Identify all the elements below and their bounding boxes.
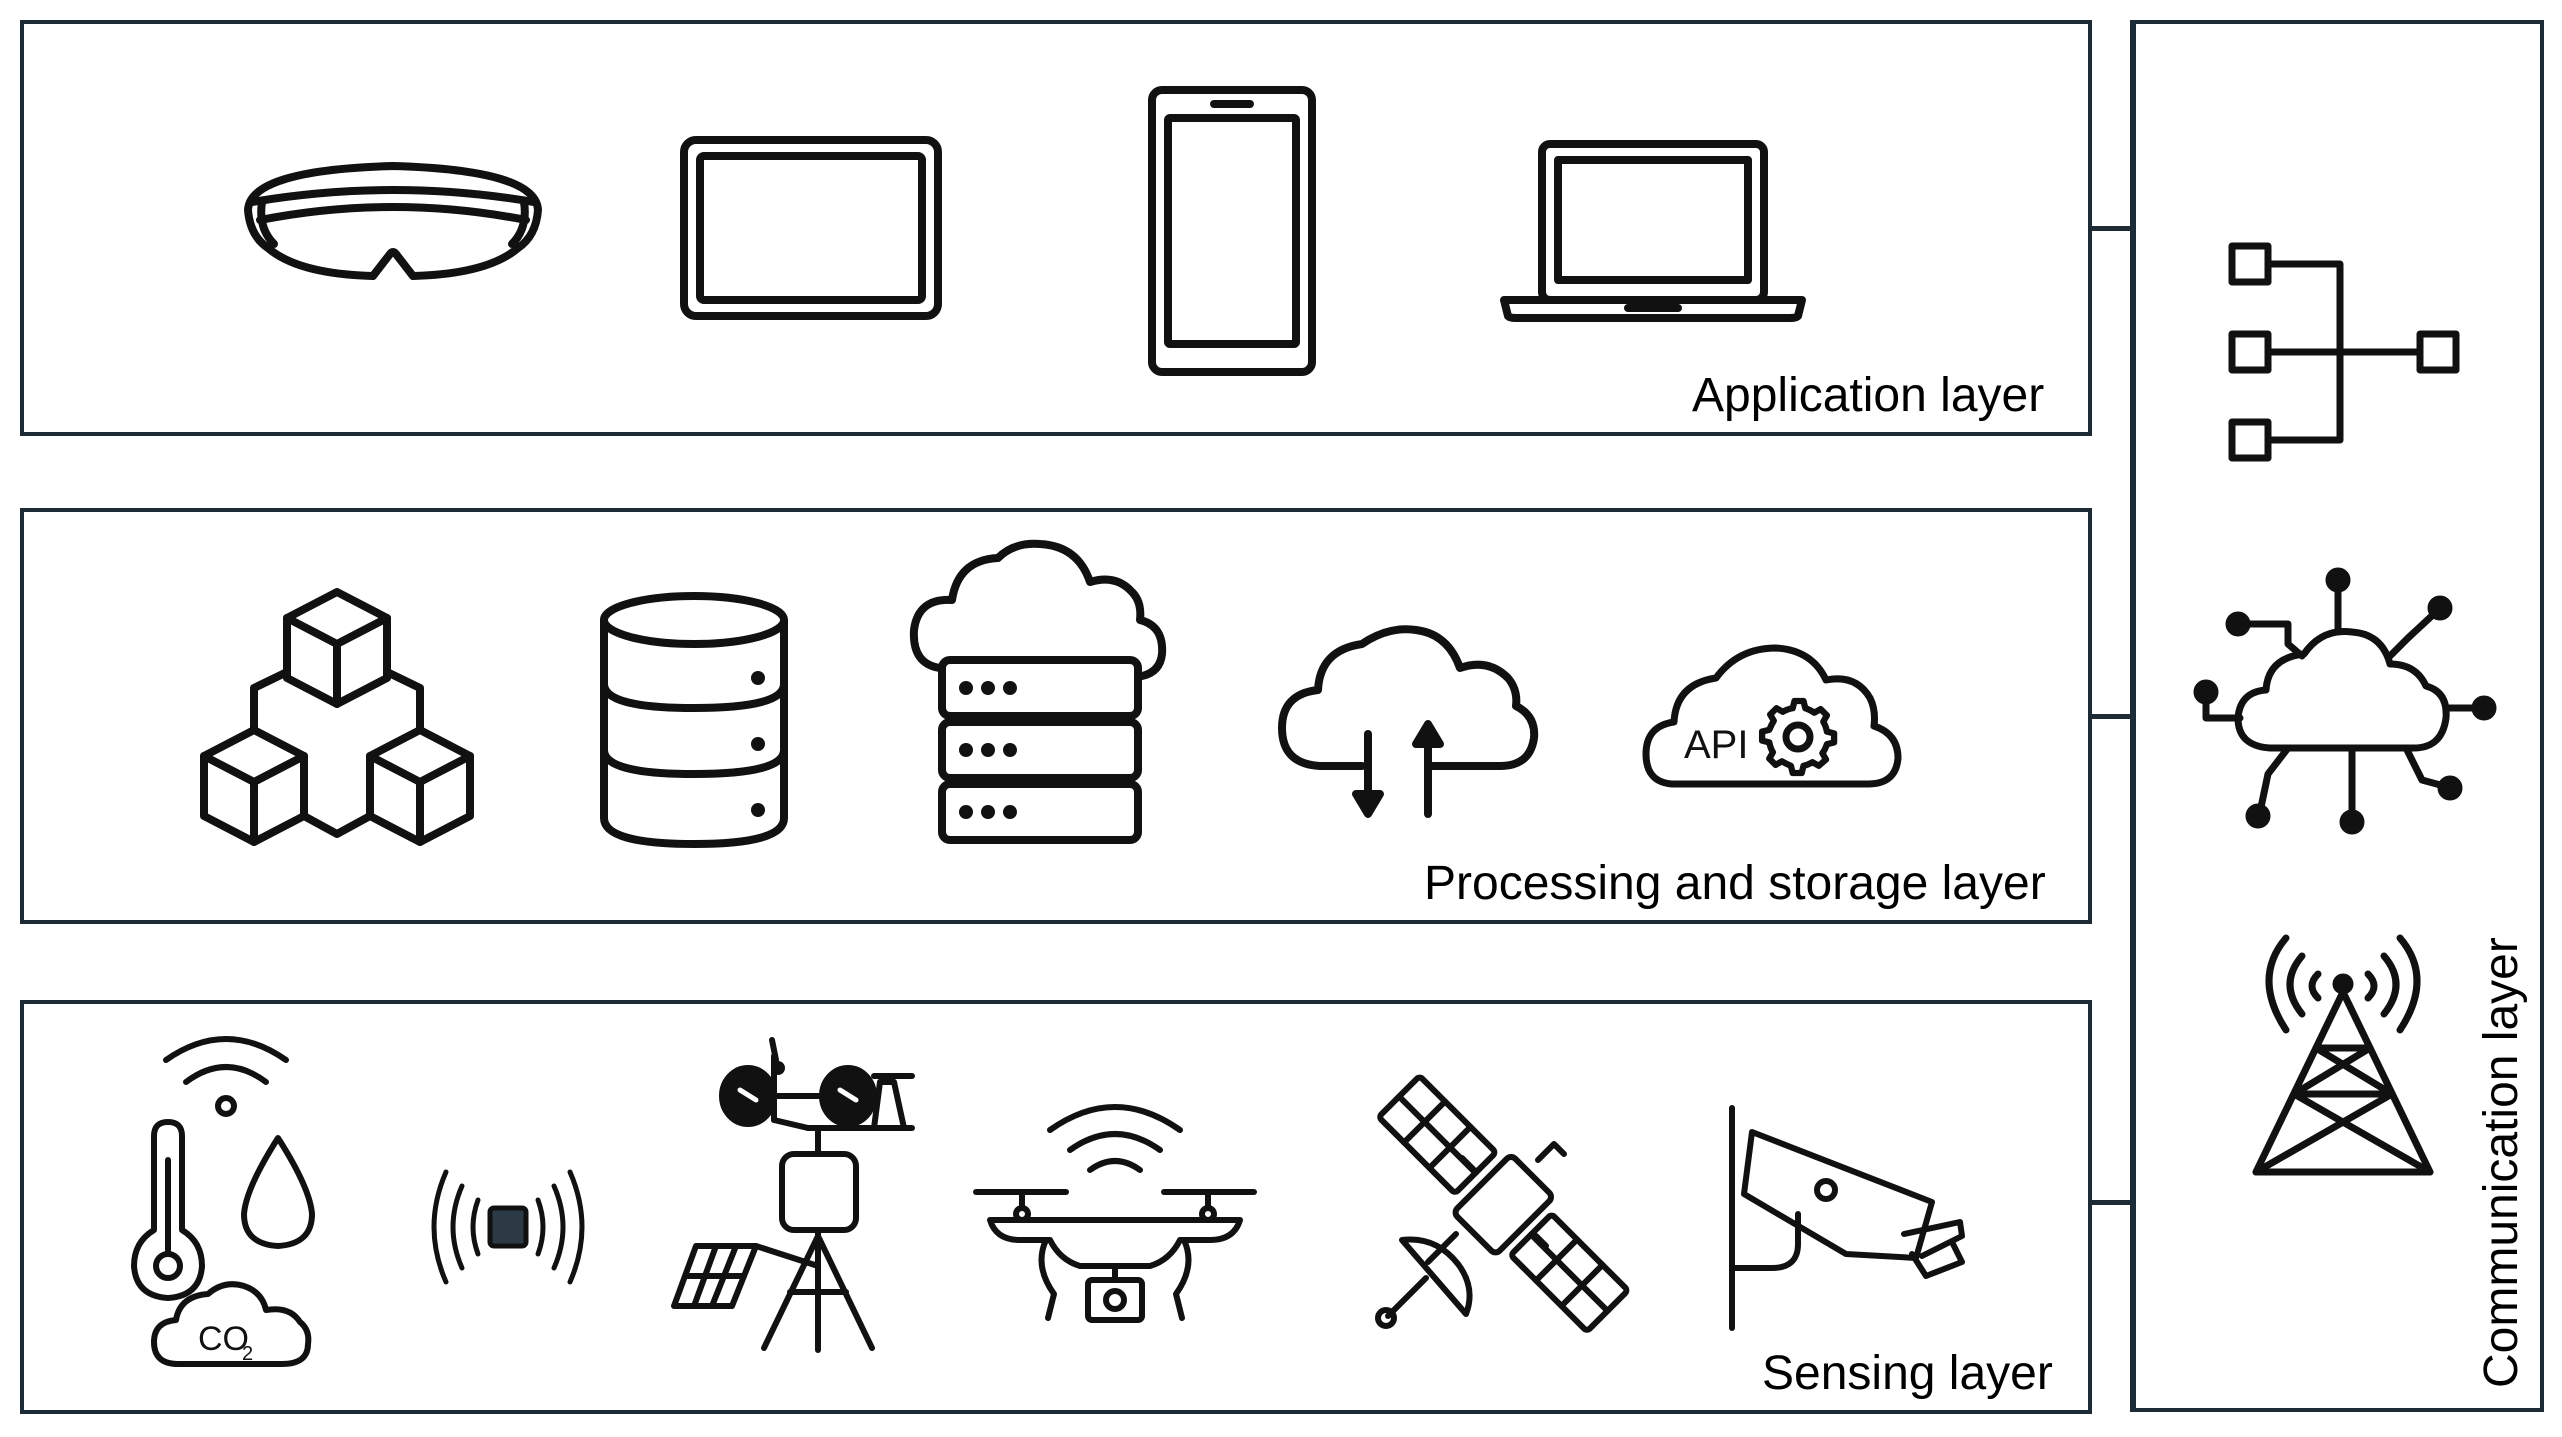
rfid-tag-icon — [428, 1162, 588, 1292]
processing-connector — [2092, 714, 2134, 719]
cloud-transfer-icon — [1278, 624, 1539, 822]
cloud-api-icon: API — [1642, 642, 1902, 788]
co2-subscript: 2 — [242, 1343, 253, 1365]
processing-layer-label: Processing and storage layer — [1424, 857, 2046, 910]
communication-layer-label: Communication layer — [2475, 937, 2528, 1388]
application-connector — [2092, 226, 2134, 231]
cloud-network-icon — [2192, 567, 2497, 835]
sensing-layer-box — [20, 1000, 2092, 1414]
communication-trunk — [2130, 20, 2135, 1412]
api-label: API — [1684, 723, 1748, 767]
satellite-icon — [1366, 1066, 1642, 1342]
cell-tower-icon — [2246, 918, 2440, 1178]
laptop-icon — [1500, 140, 1806, 322]
tablet-icon — [680, 136, 942, 320]
application-layer-label: Application layer — [1692, 369, 2045, 422]
drone-icon — [970, 1090, 1260, 1340]
blockchain-icon — [200, 588, 474, 850]
sensing-connector — [2092, 1200, 2134, 1205]
cloud-server-icon — [909, 539, 1167, 850]
network-hierarchy-icon — [2228, 240, 2460, 462]
security-camera-icon — [1726, 1104, 1982, 1332]
environment-sensors-icon: CO 2 — [131, 1030, 328, 1378]
smartphone-icon — [1148, 86, 1316, 376]
sensing-layer-label: Sensing layer — [1762, 1347, 2053, 1400]
weather-station-icon — [671, 1036, 922, 1356]
co2-label: CO — [198, 1320, 249, 1358]
ar-headset-icon — [238, 158, 548, 298]
database-icon — [598, 592, 790, 848]
